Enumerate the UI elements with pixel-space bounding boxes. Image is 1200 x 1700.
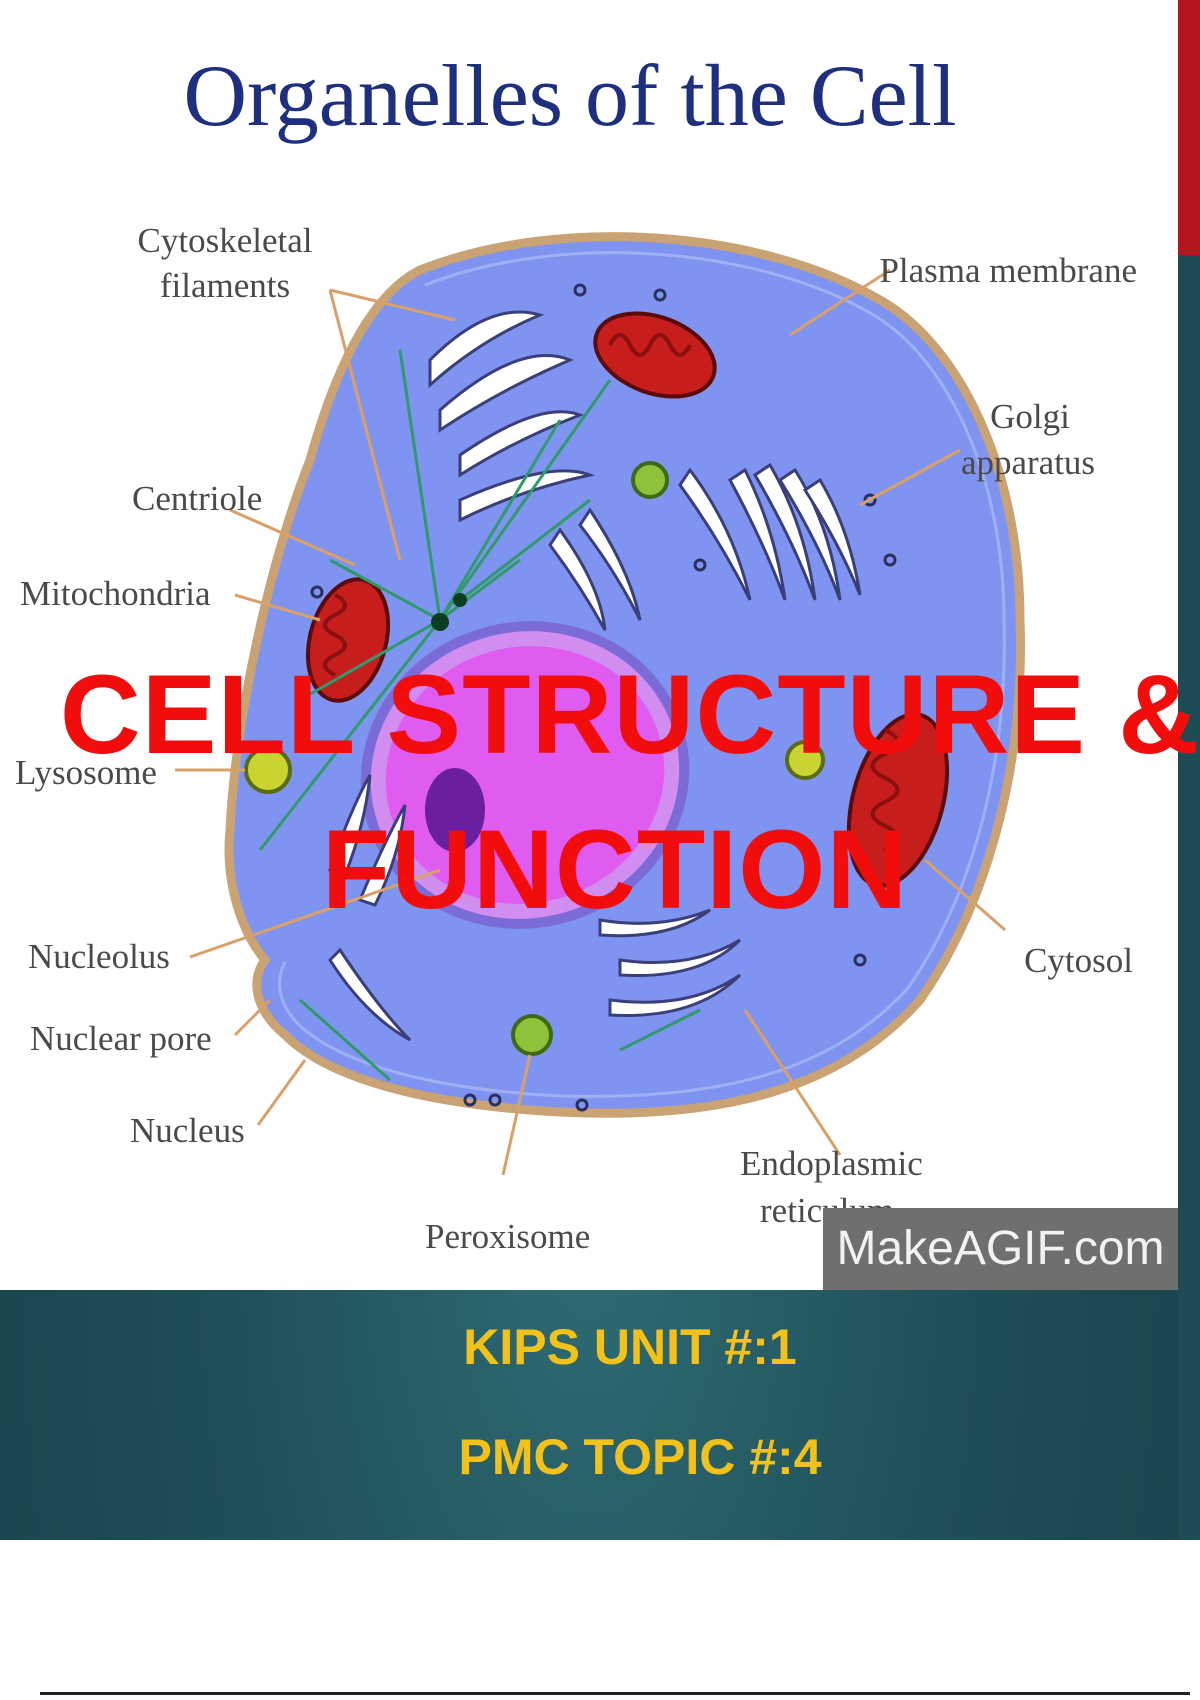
lysosome-right [785, 740, 825, 780]
centriole-2 [453, 593, 467, 607]
lysosome [244, 746, 292, 794]
kips-unit-label: KIPS UNIT #:1 [463, 1319, 797, 1375]
cytosol-inner-edge [278, 251, 1006, 1098]
label-cytoskeletal-2: filaments [160, 266, 290, 305]
label-cytoskeletal-1: Cytoskeletal [138, 221, 313, 260]
label-nucleolus: Nucleolus [28, 937, 170, 976]
label-golgi-1: Golgi [990, 397, 1070, 436]
centriole [431, 613, 449, 631]
headline-line-1: CELL STRUCTURE & [59, 652, 1200, 777]
label-peroxisome: Peroxisome [425, 1217, 590, 1256]
headline-line-2: FUNCTION [321, 807, 909, 932]
makeagif-watermark: MakeAGIF.com [823, 1208, 1178, 1290]
label-golgi-2: apparatus [961, 443, 1095, 482]
bottom-divider [40, 1692, 1190, 1695]
pmc-topic-label: PMC TOPIC #:4 [458, 1429, 822, 1485]
label-cytosol: Cytosol [1024, 941, 1133, 980]
cytoskeletal-filaments [258, 349, 701, 1082]
diagram-title: Organelles of the Cell [183, 48, 956, 145]
teal-side-strip [1178, 255, 1200, 1540]
peroxisome-top [631, 461, 669, 499]
label-lysosome: Lysosome [15, 753, 157, 792]
leader-lines [175, 268, 1006, 1176]
red-accent-bar [1178, 0, 1200, 255]
peroxisome [511, 1014, 553, 1056]
label-mitochondria: Mitochondria [20, 574, 211, 613]
label-nucleus: Nucleus [130, 1111, 245, 1150]
label-er-1: Endoplasmic [740, 1144, 923, 1183]
label-plasma-membrane: Plasma membrane [879, 251, 1137, 290]
cell-diagram-image: Organelles of the Cell [15, 48, 1178, 1290]
cell-illustration: Organelles of the Cell [15, 48, 1137, 1256]
golgi-apparatus [728, 462, 862, 601]
label-nuclear-pore: Nuclear pore [30, 1019, 212, 1058]
mitochondrion-top [593, 311, 717, 399]
label-centriole: Centriole [132, 479, 262, 518]
vesicles [310, 283, 897, 1112]
mitochondrion-right [846, 712, 950, 888]
endoplasmic-reticulum [328, 310, 752, 1042]
nucleolus [425, 768, 485, 852]
